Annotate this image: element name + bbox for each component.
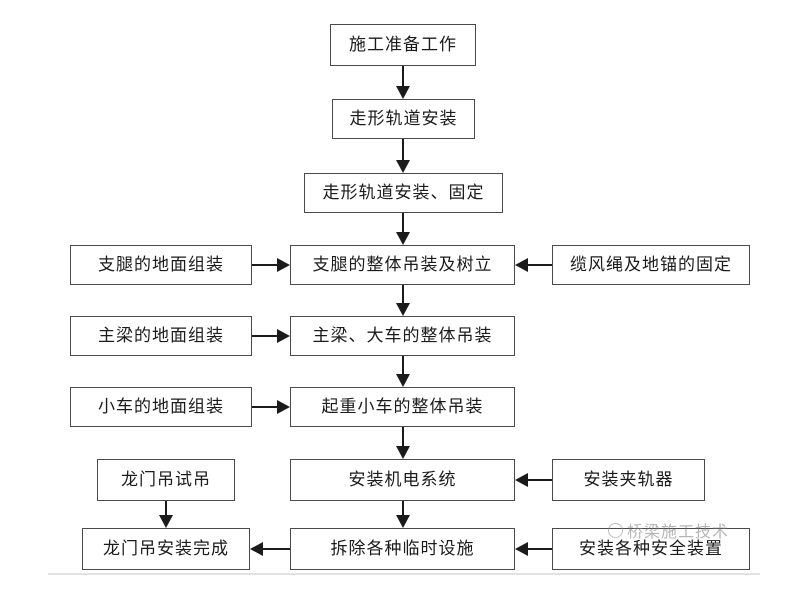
node-gantry-trial-lift[interactable]: 龙门吊试吊 [97, 459, 235, 501]
node-cart-ground-assembly[interactable]: 小车的地面组装 [70, 387, 252, 427]
node-label: 走形轨道安装 [349, 108, 458, 129]
arrowhead-n5-n6 [396, 374, 410, 387]
node-travel-rail-install-fix[interactable]: 走形轨道安装、固定 [304, 173, 503, 213]
arrowhead-n4-n5 [396, 303, 410, 316]
connector-n7-n8 [402, 501, 404, 515]
connector-n8r-n8 [528, 548, 552, 550]
connector-n7l-n8l [165, 501, 167, 515]
node-label: 起重小车的整体吊装 [321, 396, 484, 417]
node-guy-rope-anchor-fix[interactable]: 缆风绳及地锚的固定 [552, 245, 750, 285]
connector-n1-n2 [402, 66, 404, 86]
node-label: 支腿的地面组装 [98, 254, 224, 275]
connector-n6-n7 [402, 427, 404, 446]
node-label: 安装各种安全装置 [579, 538, 723, 559]
connector-n5l-n5 [252, 335, 278, 337]
node-label: 主梁、大车的整体吊装 [312, 325, 493, 346]
node-remove-temporary-facilities[interactable]: 拆除各种临时设施 [290, 528, 515, 570]
node-travel-rail-installation[interactable]: 走形轨道安装 [332, 99, 475, 139]
node-girder-ground-assembly[interactable]: 主梁的地面组装 [70, 316, 252, 356]
node-leg-overall-lift-erect[interactable]: 支腿的整体吊装及树立 [290, 245, 515, 285]
arrowhead-n5l-n5 [277, 329, 290, 343]
connector-n4l-n4 [252, 264, 278, 266]
node-label: 龙门吊试吊 [121, 469, 211, 490]
arrowhead-n4r-n4 [515, 258, 528, 272]
node-label: 支腿的整体吊装及树立 [312, 254, 493, 275]
node-install-safety-devices[interactable]: 安装各种安全装置 [552, 528, 750, 570]
node-label: 龙门吊安装完成 [103, 538, 229, 559]
node-label: 走形轨道安装、固定 [322, 182, 485, 203]
arrowhead-n6l-n6 [277, 400, 290, 414]
connector-n4r-n4 [528, 264, 552, 266]
node-label: 小车的地面组装 [98, 396, 224, 417]
node-hoist-cart-overall-lift[interactable]: 起重小车的整体吊装 [290, 387, 515, 427]
arrowhead-n8r-n8 [515, 542, 528, 556]
node-construction-preparation[interactable]: 施工准备工作 [330, 24, 476, 66]
arrowhead-n8-n8l [250, 542, 263, 556]
node-girder-trolley-overall-lift[interactable]: 主梁、大车的整体吊装 [290, 316, 515, 356]
arrowhead-n7-n8 [396, 515, 410, 528]
node-label: 缆风绳及地锚的固定 [570, 254, 732, 275]
connector-n8-n8l [263, 548, 290, 550]
arrowhead-n4l-n4 [277, 258, 290, 272]
connector-n3-n4 [402, 213, 404, 232]
node-install-rail-clamp[interactable]: 安装夹轨器 [552, 459, 705, 501]
node-label: 拆除各种临时设施 [330, 538, 475, 559]
connector-n5-n6 [402, 356, 404, 374]
node-label: 安装夹轨器 [583, 469, 674, 490]
arrowhead-n3-n4 [396, 232, 410, 245]
arrowhead-n6-n7 [396, 446, 410, 459]
node-install-electromechanical-system[interactable]: 安装机电系统 [290, 459, 515, 501]
connector-n7r-n7 [528, 479, 552, 481]
arrowhead-n7r-n7 [515, 473, 528, 487]
node-label: 主梁的地面组装 [98, 325, 224, 346]
connector-n2-n3 [402, 139, 404, 160]
bottom-divider [48, 573, 760, 575]
node-label: 施工准备工作 [349, 34, 457, 55]
arrowhead-n1-n2 [396, 86, 410, 99]
connector-n4-n5 [402, 285, 404, 303]
arrowhead-n2-n3 [396, 160, 410, 173]
node-leg-ground-assembly[interactable]: 支腿的地面组装 [70, 245, 252, 285]
connector-n6l-n6 [252, 406, 278, 408]
arrowhead-n7l-n8l [159, 515, 173, 528]
node-gantry-installation-complete[interactable]: 龙门吊安装完成 [82, 528, 250, 570]
node-label: 安装机电系统 [348, 469, 457, 490]
